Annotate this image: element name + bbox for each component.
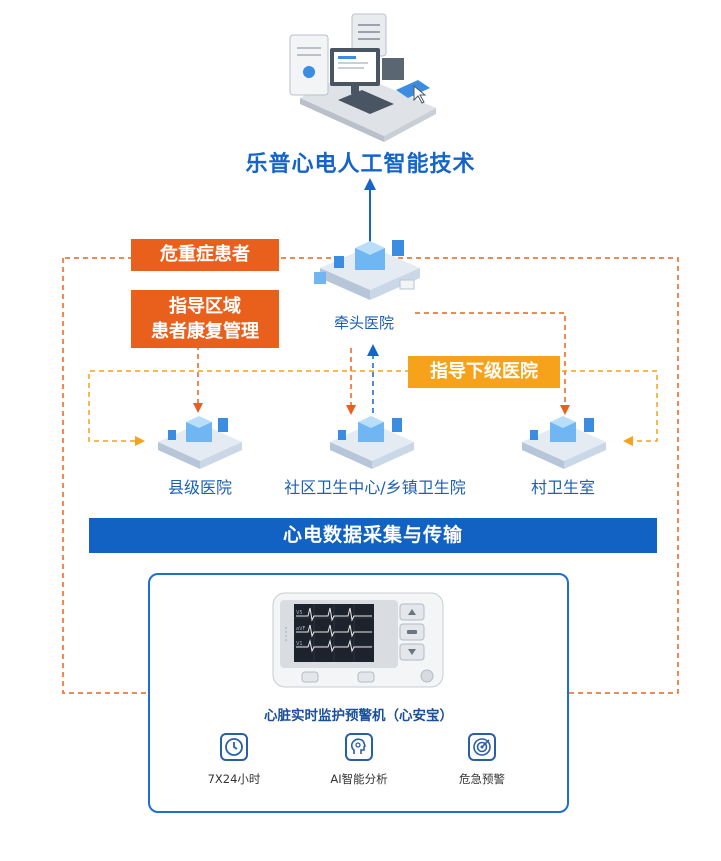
guide-lower-tag: 指导下级医院 xyxy=(408,356,560,388)
main-title: 乐普心电人工智能技术 xyxy=(245,152,476,177)
outer-loop-line-right xyxy=(63,257,679,694)
rehab-guidance-line1: 指导区域 xyxy=(169,296,241,317)
feature-clock: 7X24小时 xyxy=(174,733,294,787)
target-icon xyxy=(468,733,496,761)
community-hospital-label: 社区卫生中心/乡镇卫生院 xyxy=(284,478,466,497)
guide-lower-label: 指导下级医院 xyxy=(430,361,538,382)
county-hospital-label: 县级医院 xyxy=(167,478,232,497)
ecg-monitor-device: V5 aVF V1 xyxy=(272,592,444,688)
county-hospital-illustration xyxy=(158,416,242,469)
feature-warning-label: 危急预警 xyxy=(459,772,505,786)
rehab-guidance-tag: 指导区域 患者康复管理 xyxy=(131,290,279,348)
device-name: 心脏实时监护预警机（心安宝） xyxy=(264,708,453,724)
feature-ai-label: AI智能分析 xyxy=(330,772,388,786)
hub-hospital-illustration xyxy=(314,240,420,300)
clock-icon xyxy=(220,733,248,761)
rehab-guidance-line2: 患者康复管理 xyxy=(151,321,259,342)
screen-lead-v1: V1 xyxy=(296,641,303,647)
ai-head-icon xyxy=(345,733,373,761)
yellow-line-left xyxy=(88,370,410,446)
community-hospital-illustration xyxy=(330,416,414,469)
village-clinic-label: 村卫生室 xyxy=(530,478,595,497)
feature-clock-label: 7X24小时 xyxy=(207,772,261,786)
screen-lead-avf: aVF xyxy=(296,626,305,632)
tech-illustration xyxy=(289,13,436,142)
critical-patient-tag: 危重症患者 xyxy=(131,239,279,271)
village-clinic-illustration xyxy=(522,416,606,469)
screen-lead-v5: V5 xyxy=(296,610,303,616)
data-collection-bar: 心电数据采集与传输 xyxy=(89,518,657,553)
critical-patient-label: 危重症患者 xyxy=(160,244,250,265)
outer-loop-line xyxy=(62,258,148,694)
yellow-line-right xyxy=(553,370,658,446)
feature-ai: AI智能分析 xyxy=(299,733,419,787)
arrow-to-village xyxy=(415,312,570,415)
hub-hospital-label: 牵头医院 xyxy=(334,314,395,332)
feature-warning: 危急预警 xyxy=(422,733,542,787)
